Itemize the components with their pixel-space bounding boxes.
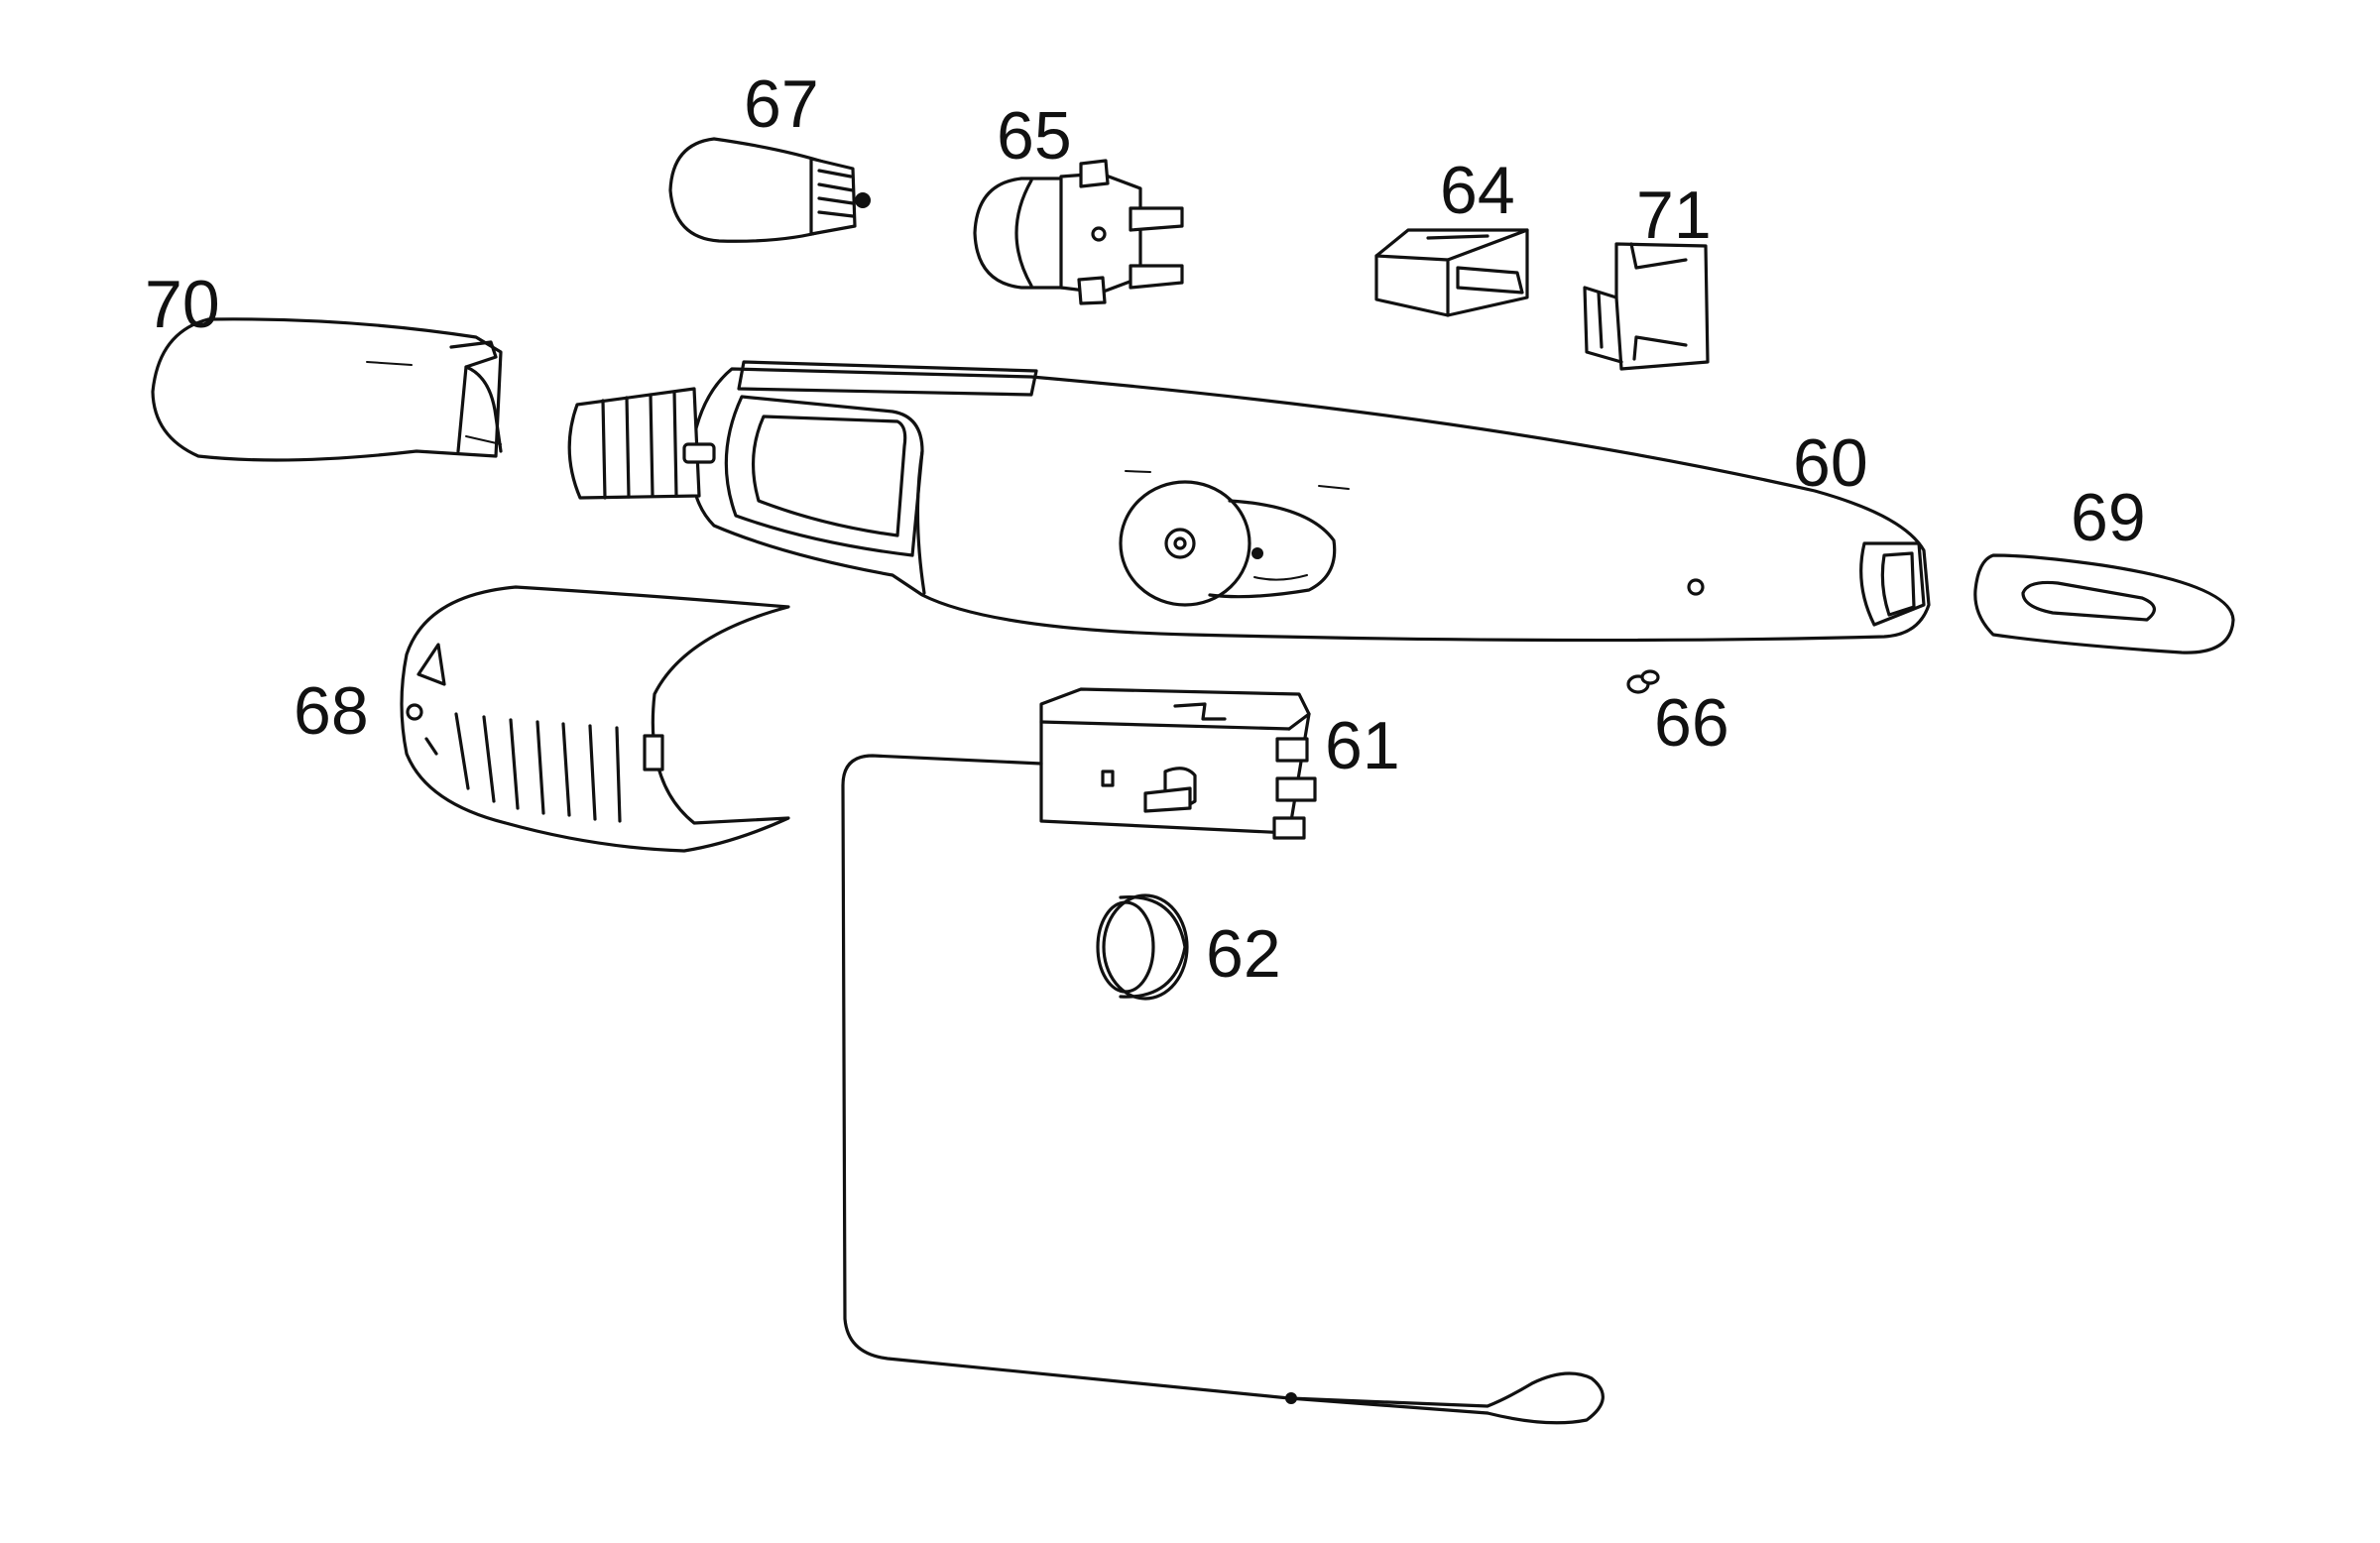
part-68-cover — [400, 585, 790, 853]
label-70: 70 — [145, 267, 220, 342]
part-64-switch — [1374, 228, 1529, 317]
part-69-end-cap — [1973, 553, 2235, 654]
label-62: 62 — [1206, 916, 1281, 992]
label-67: 67 — [744, 66, 819, 142]
part-71-bracket — [1583, 242, 1710, 371]
label-65: 65 — [997, 98, 1072, 174]
label-61: 61 — [1325, 708, 1400, 783]
label-66: 66 — [1654, 685, 1729, 761]
part-65-lamp-holder — [973, 159, 1184, 305]
part-60-housing — [567, 360, 1931, 643]
part-62-ring — [1096, 893, 1189, 1001]
label-68: 68 — [294, 673, 369, 749]
label-69: 69 — [2071, 480, 2146, 555]
part-70-handle-grip — [151, 317, 503, 462]
label-60: 60 — [1793, 425, 1868, 501]
part-67-bulb — [668, 137, 871, 243]
part-66-screw — [1626, 669, 1660, 694]
label-71: 71 — [1636, 178, 1712, 253]
label-64: 64 — [1440, 153, 1515, 228]
part-61-thermostat — [841, 687, 1605, 1425]
